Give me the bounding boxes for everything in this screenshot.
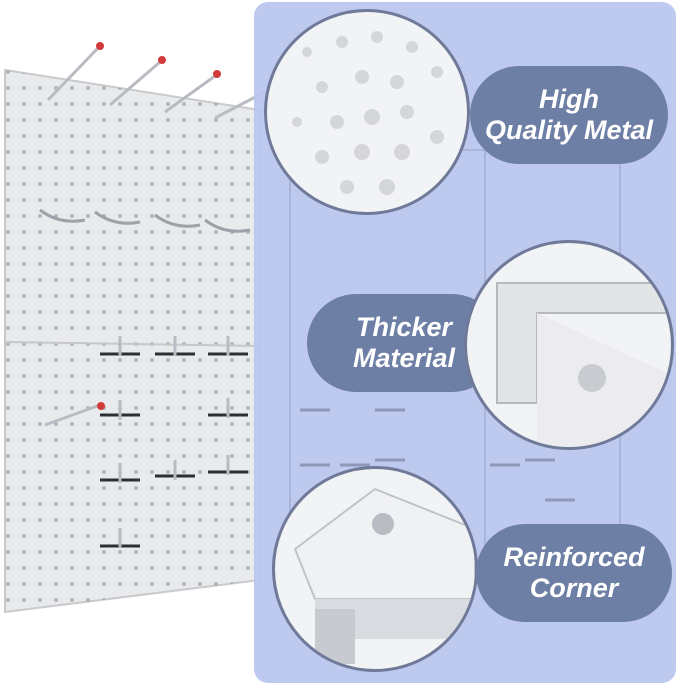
- thicker-material-closeup-icon: [464, 240, 674, 450]
- feature-title-line1: Reinforced: [503, 542, 645, 572]
- feature-title-line1: High: [539, 84, 599, 114]
- feature-title-line1: Thicker: [355, 312, 453, 342]
- feature-pill-reinforced-corner: Reinforced Corner: [476, 524, 672, 622]
- hook-tip-icons: [96, 42, 221, 78]
- feature-title-line2: Material: [352, 343, 456, 373]
- feature-title-line2: Quality Metal: [484, 115, 654, 145]
- feature-pill-quality-metal: High Quality Metal: [470, 66, 668, 164]
- quality-metal-closeup-icon: [264, 9, 470, 215]
- reinforced-corner-closeup-icon: [272, 466, 478, 672]
- u-hooks: [39, 208, 251, 233]
- feature-title-line2: Corner: [529, 573, 619, 603]
